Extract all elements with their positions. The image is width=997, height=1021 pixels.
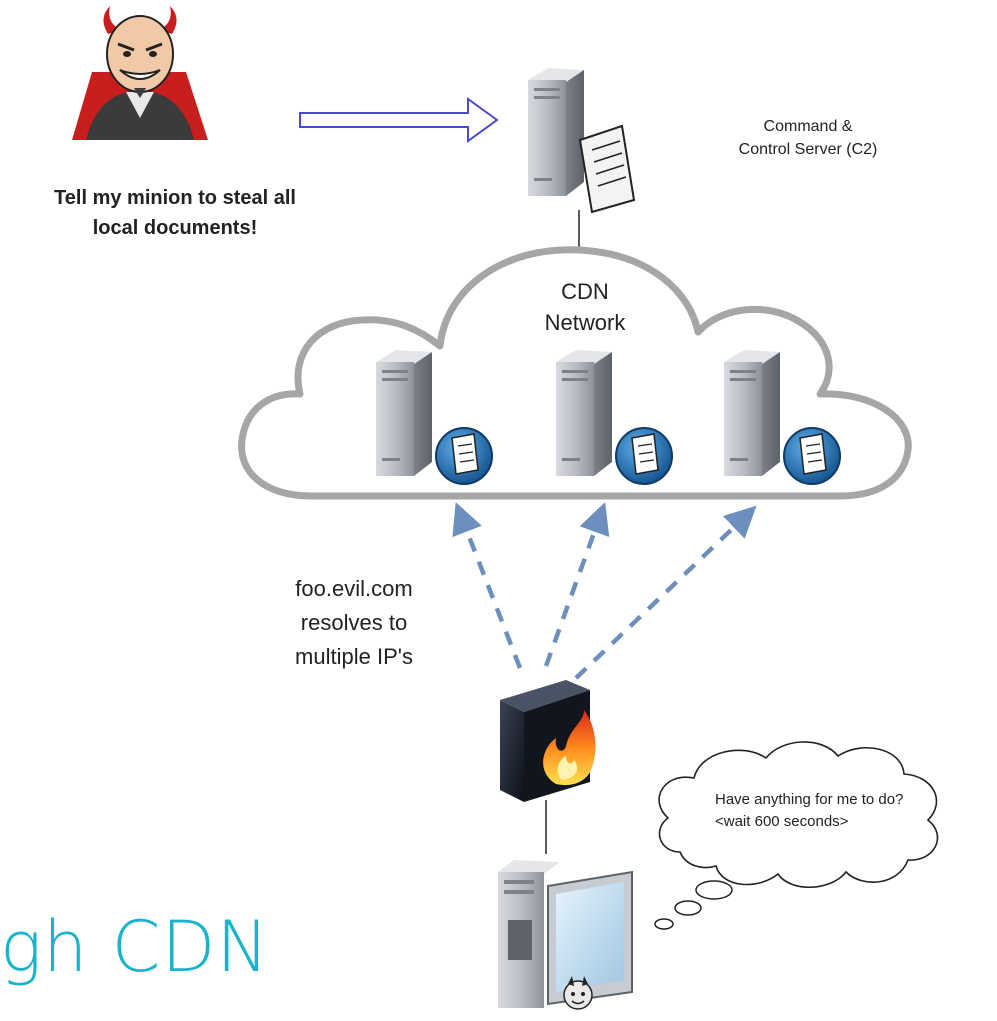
devil-icon [72, 6, 208, 140]
thought-line1: Have anything for me to do? [715, 791, 903, 808]
thought-bubble-dot [674, 900, 702, 916]
dns-arrow-left [452, 502, 523, 669]
thought-bubble-dot [654, 918, 674, 930]
cdn-web-server-icon [724, 350, 841, 485]
command-arrow [299, 97, 499, 143]
thought-line2: <wait 600 seconds> [715, 813, 849, 830]
slide-title-fragment: gh CDN [0, 906, 270, 988]
firewall-icon [500, 680, 596, 802]
c2-server-icon [528, 68, 584, 196]
cdn-web-server-icon [556, 350, 673, 485]
c2-label-line1: Command & [764, 118, 853, 135]
dns-label-line3: multiple IP's [295, 644, 413, 669]
dns-label-line1: foo.evil.com [295, 576, 412, 601]
dns-arrow-right [574, 505, 757, 680]
attacker-caption-line2: local documents! [93, 217, 257, 239]
document-icon [578, 124, 636, 214]
infected-workstation-icon [498, 860, 633, 1010]
attacker-caption-line1: Tell my minion to steal all [54, 187, 296, 209]
dns-label-line2: resolves to [301, 610, 407, 635]
dns-arrow-middle [543, 502, 610, 667]
cdn-web-server-icon [376, 350, 493, 485]
cdn-label-line2: Network [545, 310, 627, 335]
thought-bubble [658, 741, 939, 889]
thought-bubble-dot [695, 880, 733, 900]
c2-label-line2: Control Server (C2) [739, 141, 878, 158]
cdn-label-line1: CDN [561, 279, 609, 304]
